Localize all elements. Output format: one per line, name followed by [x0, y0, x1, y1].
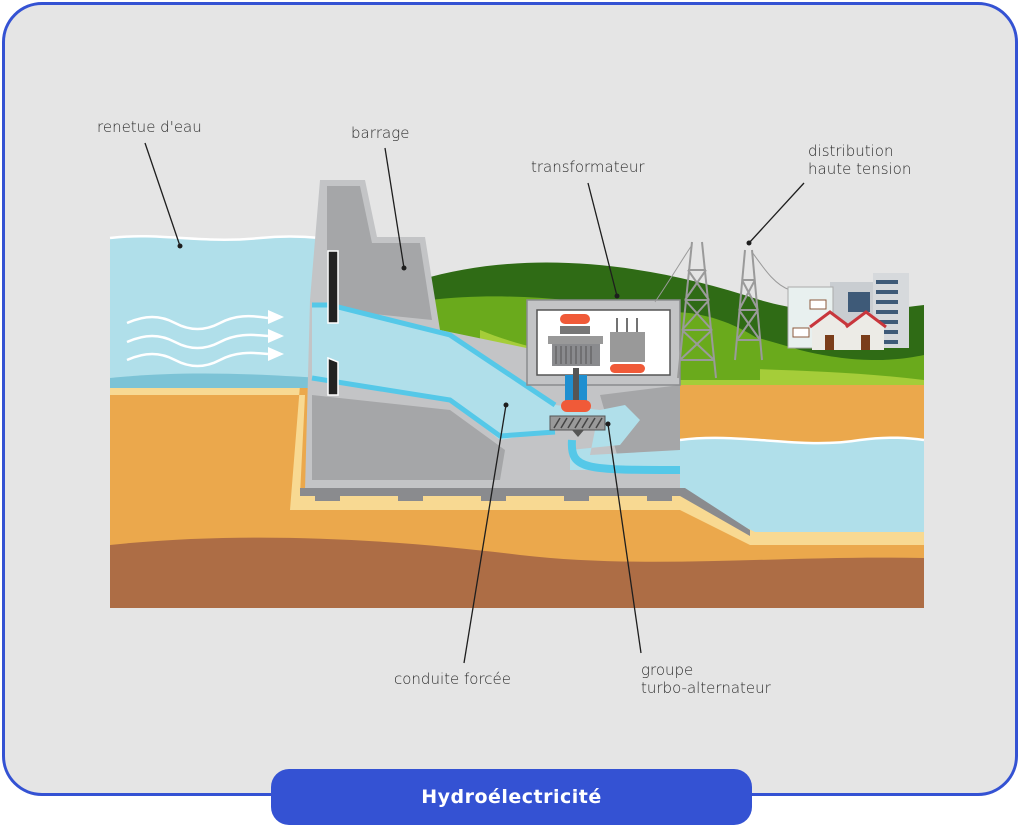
label-distribution: distribution haute tension	[808, 142, 911, 178]
label-distribution-line1: distribution	[808, 142, 894, 160]
label-transformer: transformateur	[531, 158, 645, 176]
buildings	[787, 273, 909, 350]
title-banner: Hydroélectricité	[271, 769, 752, 825]
reservoir-water	[109, 235, 321, 388]
label-distribution-line2: haute tension	[808, 160, 912, 178]
label-turbine-line2: turbo-alternateur	[641, 679, 771, 697]
label-turbine-line1: groupe	[641, 661, 694, 679]
gates	[327, 250, 339, 396]
powerhouse	[526, 299, 681, 437]
tailwater	[679, 436, 925, 532]
label-penstock: conduite forcée	[394, 670, 512, 688]
diagram-title: Hydroélectricité	[421, 786, 602, 808]
label-dam: barrage	[351, 124, 410, 142]
label-reservoir: renetue d'eau	[97, 118, 202, 136]
pylons	[654, 241, 791, 379]
ground-layers	[110, 385, 924, 608]
label-turbine-generator: groupe turbo-alternateur	[641, 661, 771, 697]
leader-lines	[144, 142, 805, 664]
